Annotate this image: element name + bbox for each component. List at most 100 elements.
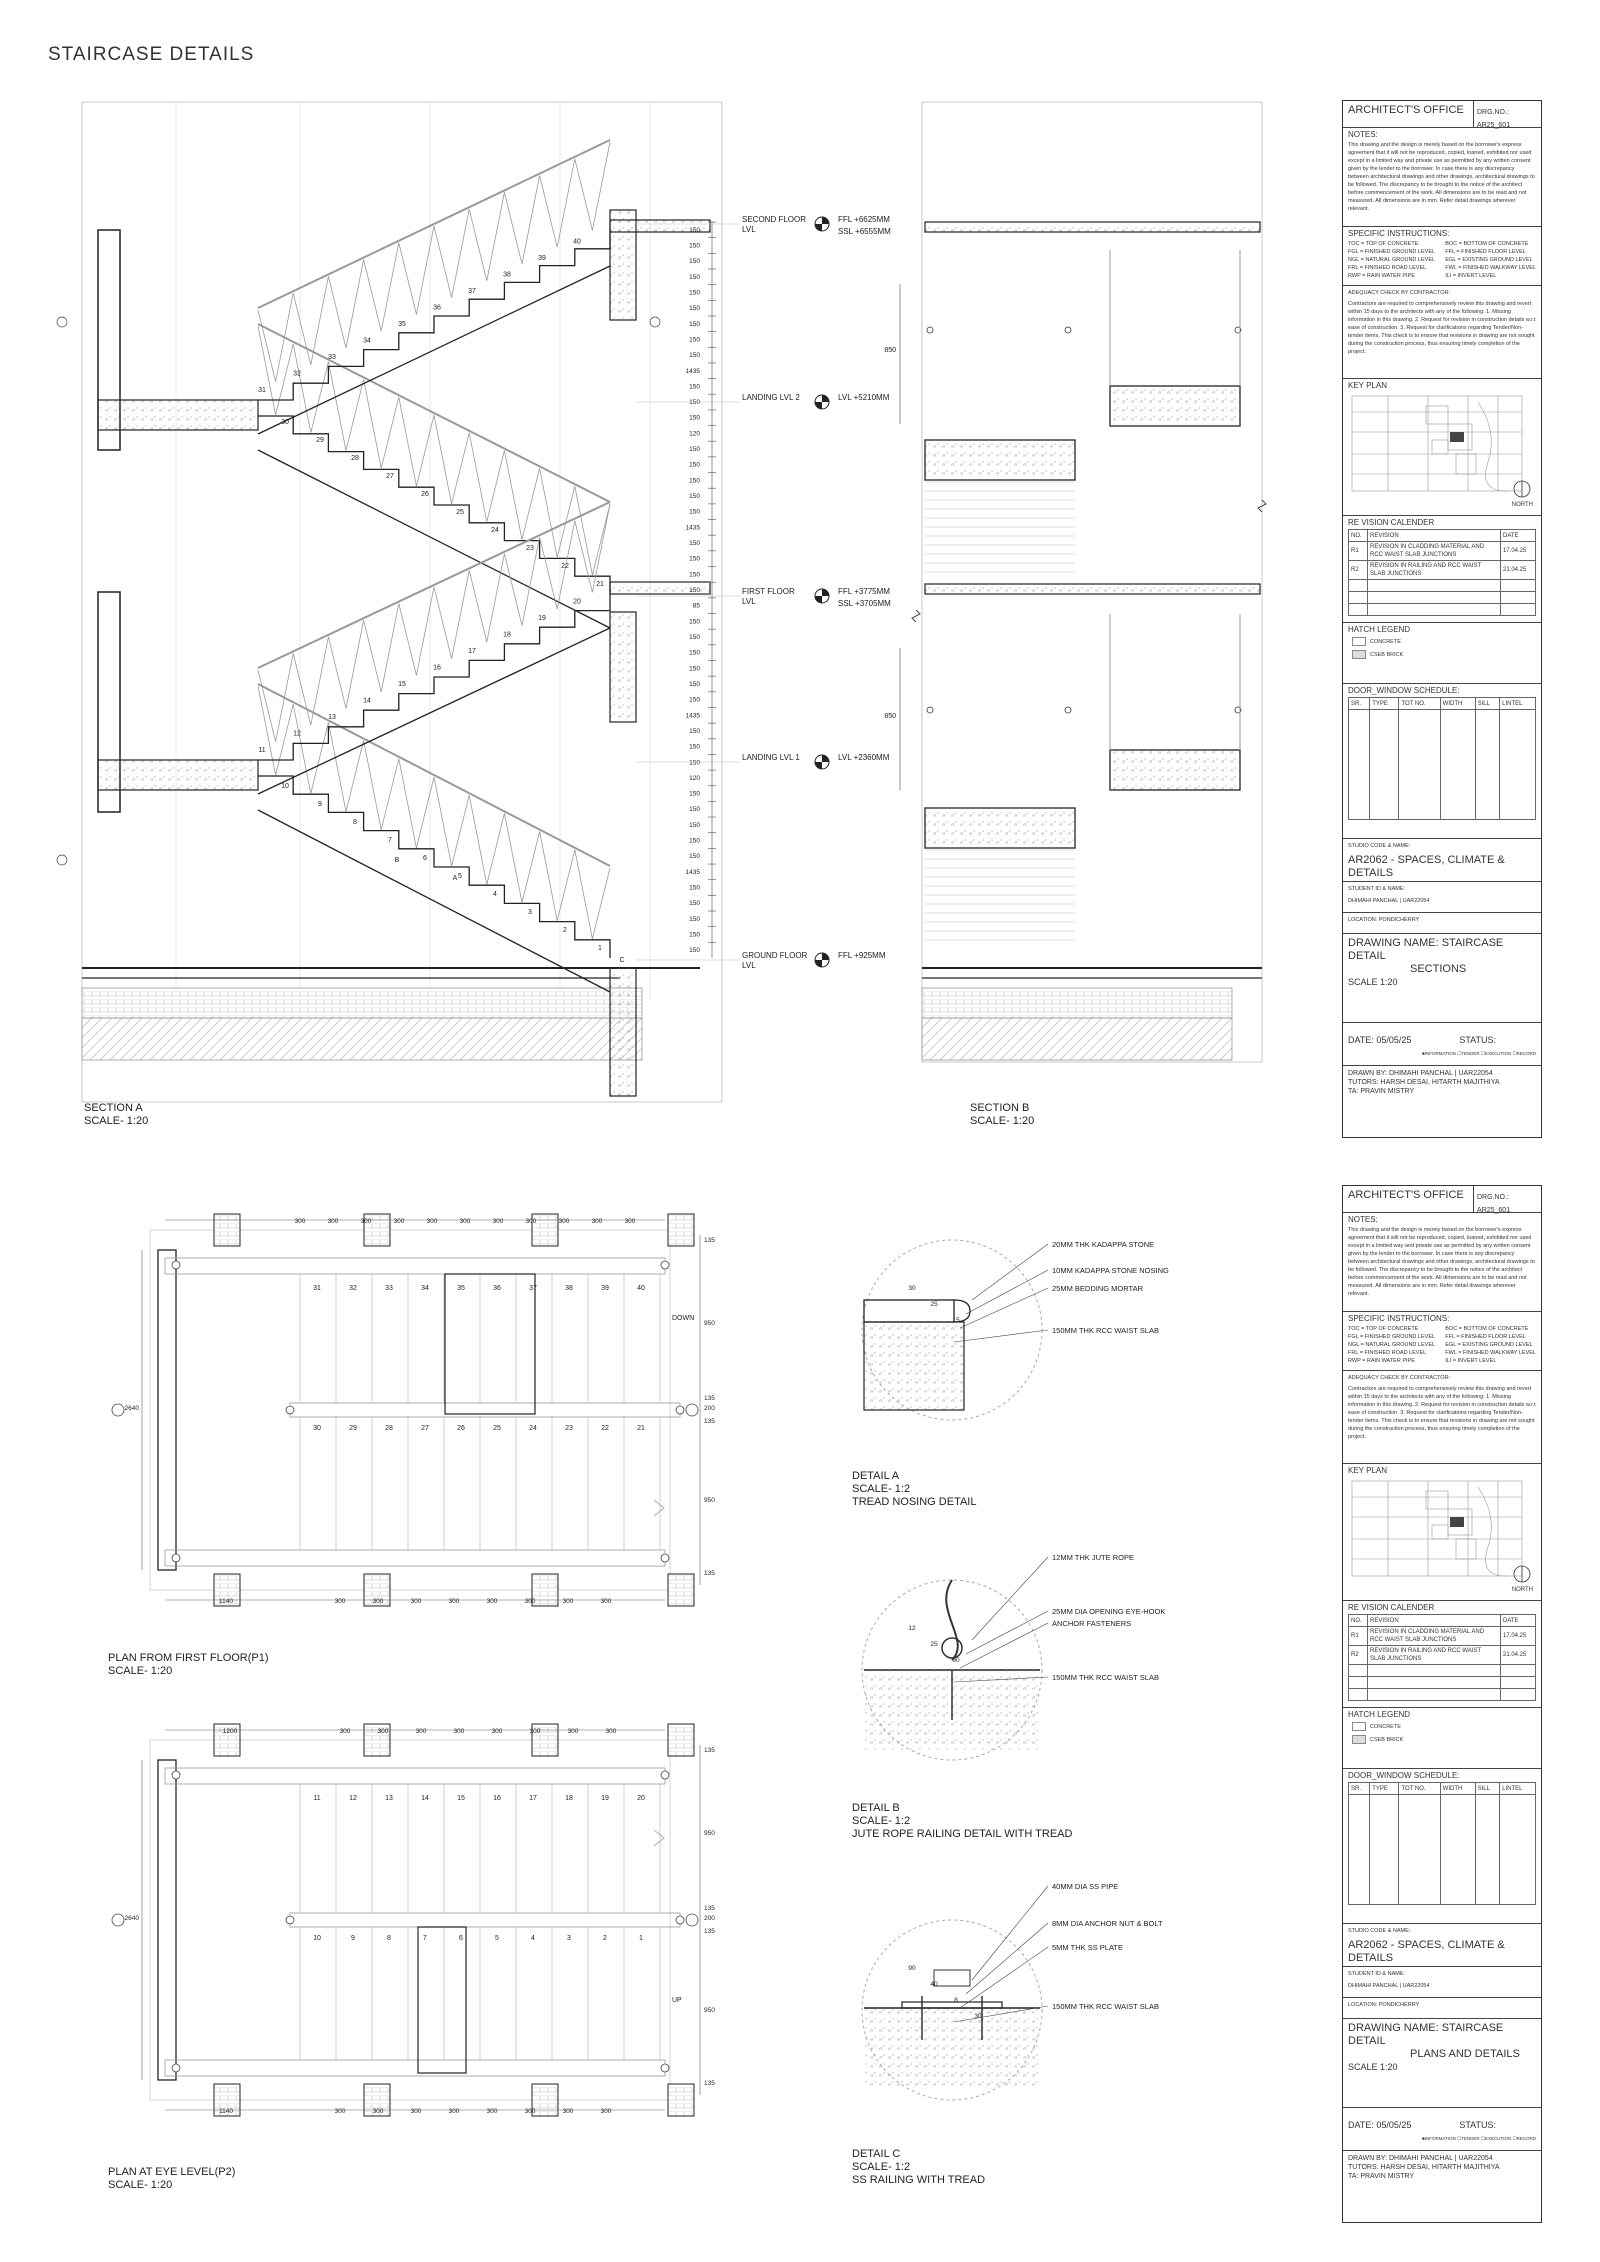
adequacy-text: Contractors are required to comprehensiv…: [1348, 1386, 1536, 1440]
dimension-value: 300: [601, 1598, 612, 1605]
dimension-value: 150: [689, 509, 700, 516]
dimension-value: 150: [689, 587, 700, 594]
abbrev-item: TOC = TOP OF CONCRETE: [1348, 1326, 1419, 1332]
dimension-value: 300: [493, 1218, 504, 1225]
dimension-value: 300: [563, 2108, 574, 2115]
dimension-value: 300: [335, 2108, 346, 2115]
abbrev-item: FRL = FINISHED ROAD LEVEL: [1348, 1350, 1427, 1356]
dimension-value: 135: [704, 1747, 715, 1754]
dimension-value: 300: [525, 1598, 536, 1605]
level-datum-fill: [815, 589, 829, 603]
drawing-name-label: DRAWING NAME:: [1348, 937, 1439, 949]
step-number: 21: [637, 1425, 645, 1432]
notes-title: NOTES:: [1348, 1215, 1378, 1224]
table-header: SILL: [1474, 1782, 1501, 1795]
detail-label: 10MM KADAPPA STONE NOSING: [1052, 1266, 1169, 1275]
tutors: TUTORS: HARSH DESAI, HITARTH MAJITHIYA: [1348, 2164, 1500, 2171]
dimension-value: 300: [373, 1598, 384, 1605]
adequacy-section: ADEQUACY CHECK BY CONTRACTOR: Contractor…: [1343, 286, 1541, 379]
table-cell: REVISION IN RAILING AND RCC WAIST SLAB J…: [1367, 560, 1501, 580]
level-value: FFL +925MM: [838, 951, 886, 960]
specific-title: SPECIFIC INSTRUCTIONS:: [1348, 1314, 1450, 1323]
dimension-value: 150: [689, 540, 700, 547]
step-number: 20: [637, 1795, 645, 1802]
plan-p1-title: PLAN FROM FIRST FLOOR(P1): [108, 1652, 269, 1664]
leader-line: [953, 2005, 1049, 2023]
concrete-swatch: [1352, 637, 1366, 646]
hatch-item: CONCRETE: [1370, 638, 1401, 645]
dimension-value: 300: [416, 1728, 427, 1735]
key-plan-section: KEY PLAN NORTH: [1343, 379, 1541, 516]
dimension-value: 300: [328, 1218, 339, 1225]
dimension-value: 150: [689, 321, 700, 328]
drawing-name-section: DRAWING NAME: STAIRCASE DETAIL SECTIONS …: [1343, 934, 1541, 1023]
dimension-value: 150: [689, 681, 700, 688]
detail-label: 40MM DIA SS PIPE: [1052, 1882, 1118, 1891]
table-row: [1347, 1794, 1536, 1905]
dimension-value: 120: [689, 775, 700, 782]
dimension-value: 150: [689, 274, 700, 281]
drawing-purpose: ■INFORMATION ☐TENDER ☐EXECUTION ☐RECORD: [1422, 2136, 1536, 2141]
step-number: 18: [503, 632, 511, 639]
key-plan-map: [1351, 1480, 1523, 1577]
dimension-value: 40: [930, 1981, 938, 1988]
railing-post-icon: [675, 1915, 685, 1925]
table-row: R1 REVISION IN CLADDING MATERIAL AND RCC…: [1348, 1626, 1536, 1646]
studio-name: AR2062 - SPACES, CLIMATE & DETAILS: [1348, 854, 1505, 879]
notes-title: NOTES:: [1348, 130, 1378, 139]
hatch-title: HATCH LEGEND: [1348, 625, 1411, 634]
dimension-value: 150: [689, 885, 700, 892]
drawing-subtitle: PLANS AND DETAILS: [1410, 2048, 1520, 2060]
dimension-value: 135: [704, 1905, 715, 1912]
leader-line: [965, 1269, 1049, 1315]
column-foot: [609, 967, 637, 1097]
notes-text: This drawing and the design is merely ba…: [1348, 1227, 1535, 1297]
dimension-value: 300: [526, 1218, 537, 1225]
table-header: LINTEL: [1499, 697, 1536, 710]
column: [363, 1213, 391, 1247]
dimension-value: 2640: [125, 1405, 140, 1412]
grid-bubble-icon: [56, 316, 68, 328]
specific-instructions: SPECIFIC INSTRUCTIONS: TOC = TOP OF CONC…: [1343, 227, 1541, 286]
waist-slab: [864, 2008, 1040, 2088]
dimension-value: 950: [704, 1320, 715, 1327]
cseb-swatch: [1352, 650, 1366, 659]
dimension-value: 300: [449, 1598, 460, 1605]
flight-slab: [924, 439, 1076, 481]
second-floor-slab: [924, 221, 1261, 233]
title-block-sheet-1: ARCHITECT'S OFFICE DRG.NO.: AR25_601 NOT…: [1342, 100, 1542, 1138]
step-number: 11: [258, 747, 265, 754]
detail-b-scale: SCALE- 1:2: [852, 1815, 911, 1827]
schedule-section: DOOR_WINDOW SCHEDULE: SR. TYPE TOT NO. W…: [1343, 1769, 1541, 1924]
level-datum-fill: [815, 395, 829, 409]
table-row: NO. REVISION DATE: [1348, 529, 1536, 542]
dimension-value: 300: [530, 1728, 541, 1735]
table-header: TOT NO.: [1398, 1782, 1441, 1795]
ground-brick-hatch: [921, 987, 1233, 1019]
table-header: TYPE: [1369, 697, 1400, 710]
table-row: [1348, 1688, 1536, 1701]
detail-callout-circle: [861, 1919, 1043, 2101]
revision-title: RE VISION CALENDER: [1348, 1603, 1435, 1612]
break-mark-icon: [1257, 499, 1267, 513]
step-number: 29: [316, 437, 324, 444]
step-number: 34: [421, 1285, 429, 1292]
table-cell: R2: [1348, 1645, 1368, 1665]
leader-line: [965, 1922, 1049, 1995]
teaching-assistant: TA: PRAVIN MISTRY: [1348, 2173, 1415, 2180]
hatch-legend-section: HATCH LEGEND CONCRETE CSEB BRICK: [1343, 1708, 1541, 1769]
dimension-value: 1435: [686, 712, 701, 719]
dimension-value: 25: [930, 1641, 938, 1648]
step-number: 25: [456, 509, 464, 516]
column: [363, 1573, 391, 1607]
column: [531, 1213, 559, 1247]
drawn-by: DRAWN BY: DHIMAHI PANCHAL | UAR22054: [1348, 2155, 1493, 2162]
detail-b-title: DETAIL B: [852, 1802, 900, 1814]
step-number: 5: [458, 873, 462, 880]
railing-post-icon: [171, 1260, 181, 1270]
section-b-scale: SCALE- 1:20: [970, 1115, 1035, 1127]
